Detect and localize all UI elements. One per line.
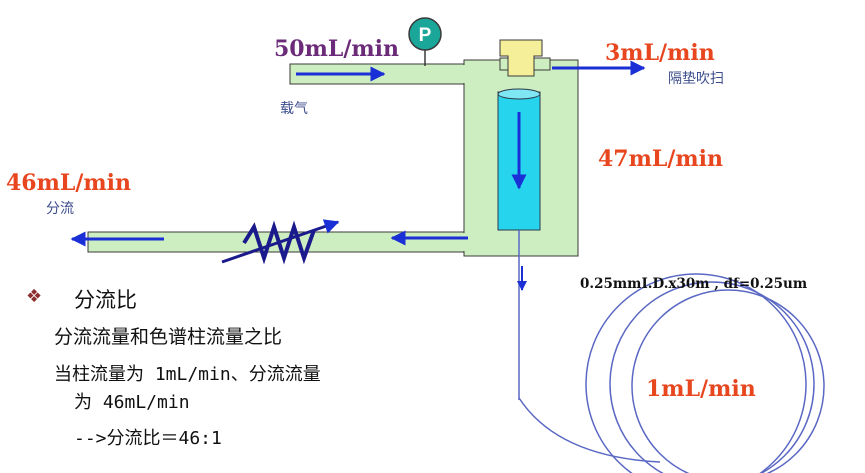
septum-flow-label: 3mL/min bbox=[605, 40, 715, 66]
septum-label: 隔垫吹扫 bbox=[668, 71, 724, 87]
notes-line-2a: 当柱流量为 1mL/min、分流流量 bbox=[54, 364, 321, 385]
capillary-column-coil-icon bbox=[518, 273, 825, 473]
carrier-label: 载气 bbox=[280, 101, 308, 117]
split-label: 分流 bbox=[46, 201, 74, 217]
notes-line-2b: 为 46mL/min bbox=[74, 392, 190, 413]
notes-line-1: 分流流量和色谱柱流量之比 bbox=[54, 326, 283, 348]
column-top-flow-label: 47mL/min bbox=[598, 146, 724, 172]
gauge-label: P bbox=[419, 25, 432, 46]
column-spec-label: 0.25mmI.D.x30m , df=0.25um bbox=[580, 276, 808, 292]
notes-heading: 分流比 bbox=[74, 288, 137, 312]
column-flow-label: 1mL/min bbox=[646, 376, 756, 402]
diamond-bullet-icon: ❖ bbox=[26, 286, 43, 307]
carrier-flow-label: 50mL/min bbox=[274, 36, 400, 62]
notes-line-3: -->分流比＝46:1 bbox=[74, 428, 222, 449]
pressure-gauge-icon bbox=[408, 17, 442, 51]
split-flow-label: 46mL/min bbox=[6, 170, 132, 196]
septum-icon bbox=[499, 39, 543, 77]
